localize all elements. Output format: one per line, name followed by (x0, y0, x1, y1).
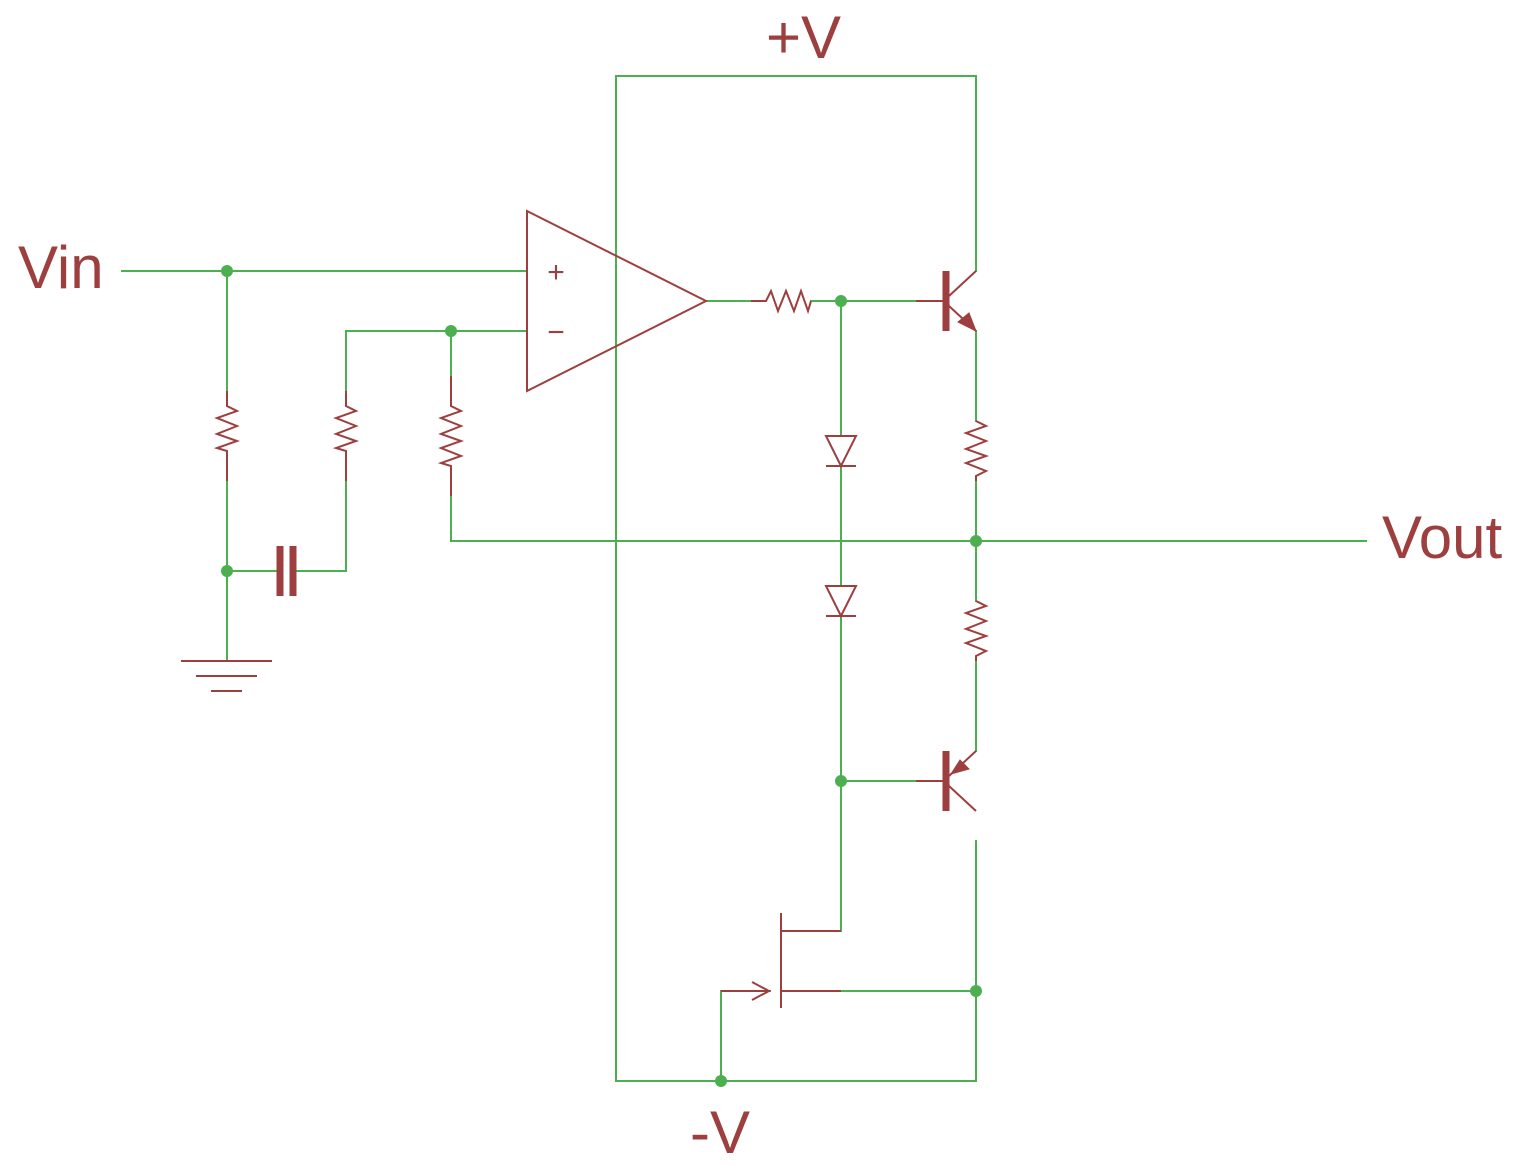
junctions (221, 265, 982, 1087)
capacitor (276, 546, 297, 596)
junction-dot (970, 985, 982, 997)
opamp-plus-pin: + (547, 256, 565, 289)
cap-right-wire (296, 480, 347, 572)
feedback-bottom-wire (450, 495, 1367, 542)
junction-dot (221, 565, 233, 577)
pnp-transistor (916, 750, 977, 812)
npn-emitter-arrow (957, 312, 977, 333)
inverting-input-wire (345, 330, 528, 392)
jfet-gate-arrow (751, 981, 772, 1001)
resistor-r3-feedback (437, 376, 465, 496)
npn-transistor (916, 270, 977, 333)
resistor-r5-emitter (963, 420, 990, 481)
jfet (721, 913, 841, 1008)
pnp-emitter-arrow (949, 759, 970, 775)
opamp-minus-pin: − (547, 316, 565, 349)
diode-d2 (824, 585, 858, 619)
resistor-r4-base (751, 287, 812, 315)
vplus-label: +V (766, 4, 841, 71)
vplus-rail (615, 75, 977, 272)
junction-dot (835, 295, 847, 307)
junction-dot (445, 325, 457, 337)
resistors (213, 287, 990, 661)
vminus-rail (615, 245, 977, 1082)
vminus-label: -V (690, 1099, 750, 1166)
opamp-triangle (526, 209, 709, 393)
pnp-collector (948, 785, 977, 812)
junction-dot (835, 775, 847, 787)
junction-dot (970, 535, 982, 547)
vin-label: Vin (18, 234, 104, 301)
vout-label: Vout (1382, 504, 1502, 571)
diode-d1 (824, 435, 858, 469)
net-labels: Vin Vout +V -V (18, 4, 1502, 1166)
wires (121, 75, 1367, 1082)
opamp: + − (526, 209, 709, 393)
resistor-r6-emitter (963, 600, 990, 661)
ground-symbol (181, 660, 272, 692)
jfet-gate-wire (720, 990, 771, 1082)
resistor-r1 (213, 391, 241, 481)
junction-dot (715, 1075, 727, 1087)
npn-collector (948, 270, 977, 297)
diodes (824, 435, 858, 619)
junction-dot (221, 265, 233, 277)
resistor-r2 (332, 391, 360, 481)
